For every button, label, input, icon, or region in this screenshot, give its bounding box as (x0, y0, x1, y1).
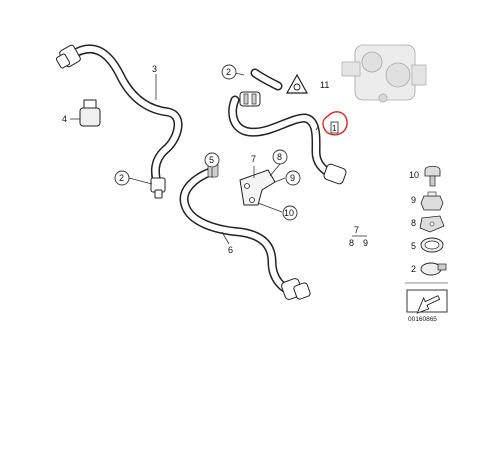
svg-text:8: 8 (411, 218, 416, 228)
svg-text:2: 2 (226, 67, 231, 77)
clip-4[interactable] (79, 99, 101, 127)
svg-text:10: 10 (409, 170, 419, 180)
legend-item-5[interactable]: 5 (411, 237, 444, 253)
hose-11[interactable] (228, 91, 348, 185)
svg-text:10: 10 (284, 208, 294, 218)
svg-text:7: 7 (354, 225, 359, 235)
bracket-icon (419, 215, 445, 233)
svg-text:5: 5 (209, 155, 214, 165)
hose-3[interactable] (55, 44, 183, 199)
bolt-icon (424, 165, 441, 187)
svg-text:2: 2 (411, 264, 416, 274)
svg-text:7: 7 (251, 154, 256, 164)
callout-10[interactable]: 10 (282, 205, 298, 221)
svg-text:3: 3 (152, 64, 157, 74)
callout-7-8-9-group[interactable]: 7 8 9 (349, 225, 368, 248)
callout-4[interactable]: 4 (62, 114, 67, 124)
drawing-number: 00160865 (408, 316, 437, 323)
legend-item-2[interactable]: 2 (411, 262, 447, 276)
callout-2-left[interactable]: 2 (114, 170, 130, 186)
fitting-2-top[interactable] (250, 68, 283, 91)
clamp-icon (420, 237, 444, 253)
callout-2-top[interactable]: 2 (221, 64, 237, 80)
svg-text:9: 9 (411, 195, 416, 205)
callout-5[interactable]: 5 (204, 152, 220, 168)
high-pressure-pump (341, 44, 427, 103)
callout-6[interactable]: 6 (228, 245, 233, 255)
bracket-7[interactable] (239, 169, 276, 206)
callout-3[interactable]: 3 (152, 64, 157, 74)
svg-text:00160865: 00160865 (408, 316, 437, 323)
svg-text:6: 6 (228, 245, 233, 255)
svg-text:2: 2 (119, 173, 124, 183)
legend-item-9[interactable]: 9 (411, 191, 444, 211)
svg-text:5: 5 (411, 241, 416, 251)
legend-item-8[interactable]: 8 (411, 215, 445, 233)
callout-7[interactable]: 7 (251, 154, 256, 164)
svg-text:9: 9 (290, 173, 295, 183)
nut-icon (420, 191, 444, 211)
leader-lines (70, 71, 319, 245)
hose-clamp-icon (420, 262, 447, 276)
svg-text:4: 4 (62, 114, 67, 124)
svg-text:1: 1 (332, 124, 337, 133)
svg-text:11: 11 (320, 80, 329, 90)
callout-9[interactable]: 9 (285, 170, 301, 186)
callout-11[interactable]: 11 (320, 80, 329, 90)
direction-arrow-icon (406, 289, 448, 314)
svg-text:8: 8 (277, 152, 282, 162)
callout-8[interactable]: 8 (272, 149, 288, 165)
svg-text:9: 9 (363, 238, 368, 248)
callout-1-highlighted[interactable]: 1 (322, 111, 348, 136)
legend-item-10[interactable]: 10 (409, 165, 441, 187)
warning-triangle-icon (285, 73, 309, 94)
svg-text:8: 8 (349, 238, 354, 248)
